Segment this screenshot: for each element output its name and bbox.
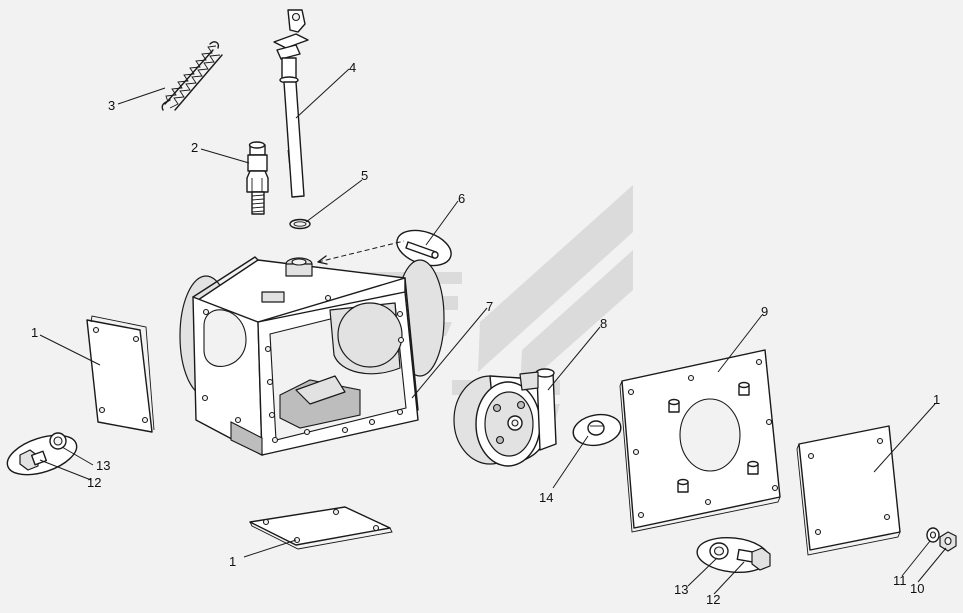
part-9-gasket-plate	[619, 349, 781, 533]
part-14-washer	[572, 413, 622, 447]
parts-10-11-nut-washer	[926, 527, 957, 552]
callout-13-left: 13	[96, 458, 110, 473]
callout-labels: 3 2 4 5 6 7 8 9 1 1 1 14 13 12 13 12 11 …	[31, 60, 940, 607]
part-6-pin	[396, 229, 452, 267]
studs	[668, 381, 759, 493]
part-4-rod	[273, 9, 309, 198]
callout-1-bottom: 1	[229, 554, 236, 569]
callout-6: 6	[458, 191, 465, 206]
callout-13-bottom: 13	[674, 582, 688, 597]
part-8-drive-unit	[453, 368, 557, 467]
callout-14: 14	[539, 490, 553, 505]
part-1-cover-right	[796, 425, 901, 556]
callout-11: 11	[893, 573, 907, 588]
callout-12-bottom: 12	[706, 592, 720, 607]
callout-7: 7	[486, 299, 493, 314]
parts-12-13-left-group	[6, 432, 78, 476]
part-7-housing	[179, 256, 445, 456]
callout-9: 9	[761, 304, 768, 319]
callout-1-left: 1	[31, 325, 38, 340]
alignment-line	[317, 240, 405, 263]
callout-3: 3	[108, 98, 115, 113]
part-3-spring	[161, 41, 223, 111]
part-2-threaded-fitting	[246, 141, 269, 215]
part-5-o-ring	[289, 218, 311, 230]
callout-10: 10	[910, 581, 924, 596]
parts-12-13-bottom-group	[696, 536, 771, 574]
part-1-cover-bottom	[249, 506, 393, 550]
callout-5: 5	[361, 168, 368, 183]
callout-2: 2	[191, 140, 198, 155]
part-1-cover-left	[86, 315, 155, 433]
callout-12-left: 12	[87, 475, 101, 490]
callout-8: 8	[600, 316, 607, 331]
callout-4: 4	[349, 60, 356, 75]
leader-lines	[39, 68, 947, 595]
alignment-arrow	[317, 255, 328, 265]
callout-1-right: 1	[933, 392, 940, 407]
